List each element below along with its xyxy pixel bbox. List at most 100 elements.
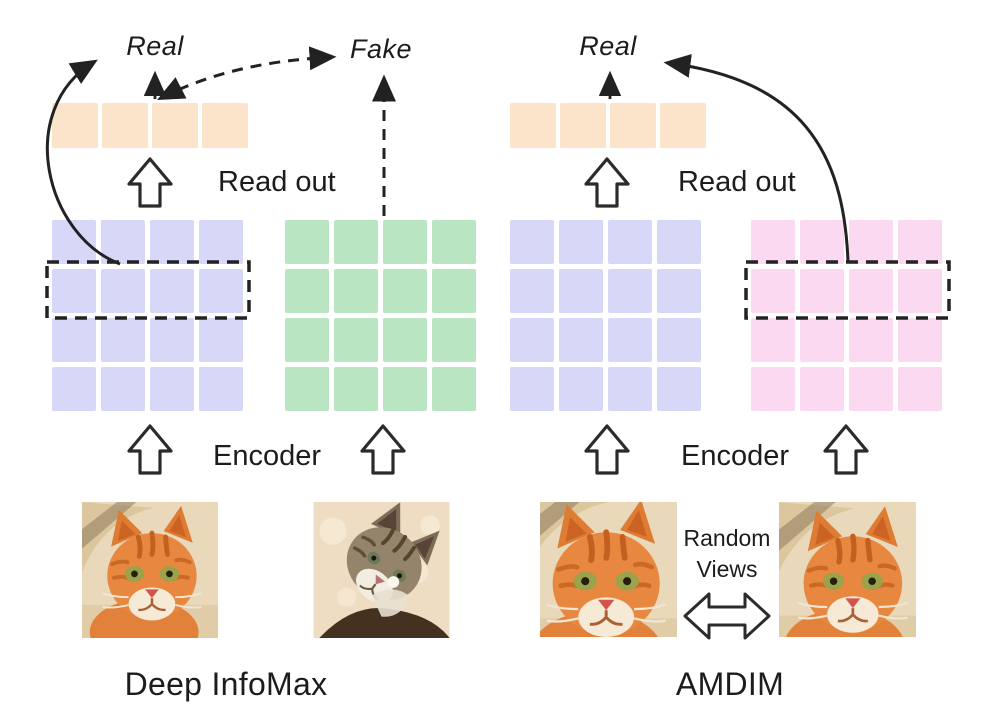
feature-cell [751,220,795,264]
random-views-line2: Views [696,556,758,582]
negative-image-grey-kitten [313,502,450,638]
feature-cell [52,367,96,411]
feature-cell [432,220,476,264]
feature-cell [101,367,145,411]
feature-cell [150,318,194,362]
feature-cell [510,269,554,313]
feature-cell [52,220,96,264]
feature-cell [285,220,329,264]
random-views-label: Random Views [667,523,787,585]
feature-cell [334,269,378,313]
readout-cell [510,103,556,148]
feature-cell [334,318,378,362]
augmented-view-1-orange-cat [540,502,677,637]
left-readout-up-arrow-icon [127,157,173,208]
right-readout-vector [510,103,706,148]
feature-cell [101,220,145,264]
feature-cell [559,318,603,362]
feature-cell [285,318,329,362]
feature-cell [849,318,893,362]
right-encoder-up-arrow-icon-2 [823,424,869,475]
left-panel-title: Deep InfoMax [124,666,328,702]
readout-cell [610,103,656,148]
right-feature-map-view2 [751,220,942,411]
feature-cell [510,367,554,411]
left-encoder-up-arrow-icon-2 [360,424,406,475]
feature-cell [898,318,942,362]
feature-cell [608,220,652,264]
feature-cell [751,367,795,411]
feature-cell [657,318,701,362]
left-encoder-label: Encoder [212,440,321,472]
feature-cell [432,318,476,362]
feature-cell [383,318,427,362]
feature-cell [898,367,942,411]
feature-cell [657,220,701,264]
feature-cell [199,269,243,313]
feature-cell [52,269,96,313]
left-encoder-up-arrow-icon-1 [127,424,173,475]
feature-cell [334,220,378,264]
readout-cell [52,103,98,148]
feature-cell [559,269,603,313]
right-feature-map-view1 [510,220,701,411]
feature-cell [751,269,795,313]
feature-cell [800,269,844,313]
feature-cell [285,367,329,411]
left-fake-label: Fake [349,34,413,64]
feature-cell [334,367,378,411]
feature-cell [800,367,844,411]
readout-to-fake-dashed-arrow [156,46,337,101]
feature-cell [898,269,942,313]
random-views-line1: Random [683,525,771,551]
feature-cell [751,318,795,362]
feature-cell [849,269,893,313]
readout-cell [560,103,606,148]
feature-cell [608,318,652,362]
feature-cell [657,367,701,411]
right-encoder-label: Encoder [680,440,789,472]
feature-cell [657,269,701,313]
feature-cell [559,220,603,264]
right-readout-label: Read out [678,166,796,198]
feature-cell [800,318,844,362]
feature-cell [101,269,145,313]
feature-cell [150,269,194,313]
feature-cell [608,269,652,313]
augmented-view-2-orange-cat [779,502,916,637]
feature-cell [383,269,427,313]
readout-cell [202,103,248,148]
right-readout-up-arrow-icon [584,157,630,208]
feature-cell [383,220,427,264]
readout-cell [660,103,706,148]
feature-cell [849,220,893,264]
feature-cell [150,220,194,264]
left-readout-label: Read out [218,166,336,198]
left-feature-map-fake [285,220,476,411]
feature-cell [800,220,844,264]
input-image-orange-cat [82,502,218,638]
feature-cell [608,367,652,411]
feature-cell [849,367,893,411]
feature-cell [101,318,145,362]
feature-cell [199,367,243,411]
right-encoder-up-arrow-icon-1 [584,424,630,475]
feature-cell [383,367,427,411]
feature-cell [150,367,194,411]
readout-cell [102,103,148,148]
feature-cell [432,367,476,411]
right-panel-title: AMDIM [675,666,785,702]
feature-cell [559,367,603,411]
left-real-label: Real [126,31,184,61]
feature-cell [285,269,329,313]
feature-cell [510,220,554,264]
feature-cell [52,318,96,362]
feature-cell [898,220,942,264]
feature-cell [510,318,554,362]
left-feature-map-real [52,220,243,411]
readout-cell [152,103,198,148]
feature-cell [199,318,243,362]
left-readout-vector [52,103,248,148]
feature-cell [199,220,243,264]
